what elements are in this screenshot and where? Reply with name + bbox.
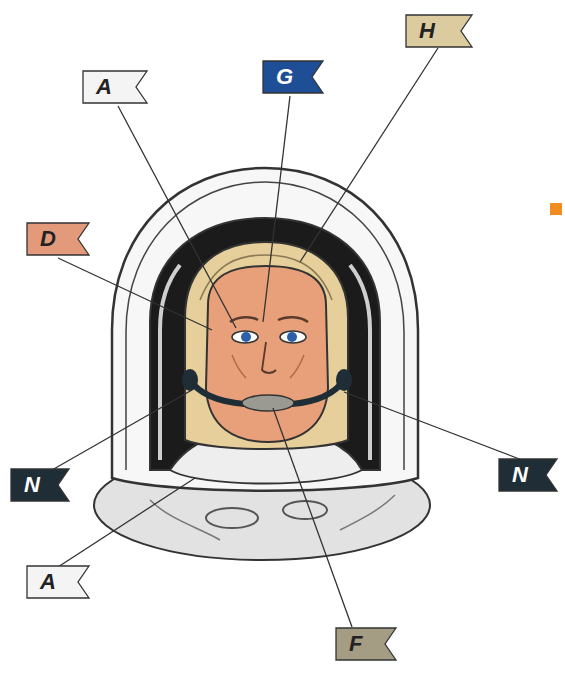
suit-ring bbox=[206, 508, 258, 528]
leader-line bbox=[58, 478, 195, 567]
leader-line bbox=[263, 96, 290, 322]
helmet-rim bbox=[126, 182, 404, 470]
visor-interior bbox=[150, 218, 380, 470]
callout-flag: N bbox=[498, 458, 558, 492]
flag-outline bbox=[27, 566, 89, 598]
callout-letter: G bbox=[276, 66, 293, 88]
earpiece bbox=[182, 369, 198, 391]
callout-letter: A bbox=[96, 76, 112, 98]
flag-outline bbox=[83, 71, 147, 103]
flag-shape bbox=[498, 458, 558, 492]
flag-outline bbox=[336, 628, 396, 660]
flag-outline bbox=[27, 223, 89, 255]
leader-line bbox=[58, 258, 212, 330]
leader-line bbox=[52, 390, 192, 470]
iris bbox=[287, 332, 297, 342]
callout-flag: H bbox=[405, 14, 473, 48]
flag-shape bbox=[10, 468, 70, 502]
face-line bbox=[232, 355, 246, 378]
leader-line bbox=[344, 392, 522, 460]
callout-letter: N bbox=[24, 474, 40, 496]
flag-outline bbox=[263, 61, 323, 93]
flag-outline bbox=[11, 469, 69, 501]
comm-hood bbox=[185, 242, 348, 449]
visor-reflection bbox=[160, 265, 180, 460]
leader-line bbox=[273, 408, 352, 627]
nose bbox=[262, 342, 276, 373]
iris bbox=[241, 332, 251, 342]
suit-ring bbox=[283, 501, 327, 519]
headset-boom bbox=[292, 380, 344, 404]
flag-shape bbox=[26, 222, 90, 256]
flag-shape bbox=[335, 627, 397, 661]
callout-letter: A bbox=[40, 571, 56, 593]
leader-line bbox=[300, 48, 438, 262]
flag-outline bbox=[406, 15, 472, 47]
callout-letter: H bbox=[419, 20, 435, 42]
callout-flag: F bbox=[335, 627, 397, 661]
callout-letter: D bbox=[40, 228, 56, 250]
eyebrow bbox=[230, 317, 258, 322]
callout-flag: D bbox=[26, 222, 90, 256]
suit-fold bbox=[340, 495, 395, 530]
eye bbox=[280, 331, 306, 343]
orange-marker bbox=[550, 203, 562, 215]
visor-reflection bbox=[350, 265, 370, 460]
callout-flag: A bbox=[26, 565, 90, 599]
face-line bbox=[290, 355, 304, 378]
headset-boom bbox=[190, 380, 244, 404]
callout-letter: N bbox=[512, 464, 528, 486]
callout-flag: A bbox=[82, 70, 148, 104]
eye bbox=[232, 331, 258, 343]
eyebrow bbox=[278, 317, 308, 322]
callout-flag: N bbox=[10, 468, 70, 502]
callout-flag: G bbox=[262, 60, 324, 94]
suit-fold bbox=[150, 500, 220, 540]
flag-shape bbox=[26, 565, 90, 599]
flag-shape bbox=[405, 14, 473, 48]
earpiece bbox=[336, 369, 352, 391]
microphone bbox=[242, 395, 294, 411]
leader-lines bbox=[52, 48, 522, 627]
helmet-shell bbox=[112, 168, 418, 491]
flag-shape bbox=[82, 70, 148, 104]
callout-letter: F bbox=[349, 633, 362, 655]
flag-outline bbox=[499, 459, 557, 491]
